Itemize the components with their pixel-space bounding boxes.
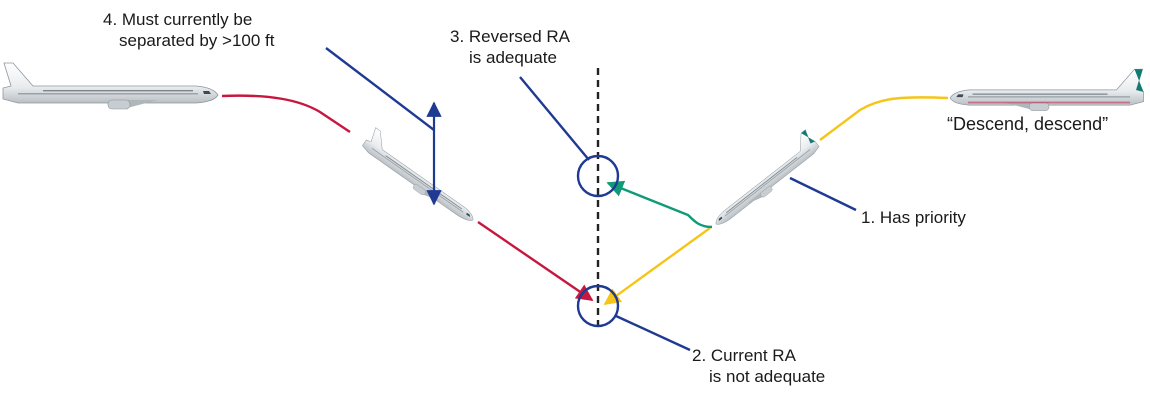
current-ra-leader-line [615,314,691,352]
priority-leader-line [789,176,857,212]
note-3-line-1: 3. Reversed RA [450,27,570,46]
left-aircraft-descending [358,126,485,228]
separation-leader-line [325,47,435,131]
note-4-line-2: separated by >100 ft [119,31,275,50]
reversed-ra-circle [576,154,620,198]
reversed-ra-path [606,180,713,229]
left-aircraft-path-continued [477,221,594,301]
note-2-current-ra: 2. Current RA is not adequate [692,345,825,387]
note-1-priority: 1. Has priority [861,207,966,228]
right-aircraft-descending [703,129,824,231]
note-4-separation: 4. Must currently be separated by >100 f… [103,9,274,51]
descend-callout: “Descend, descend” [947,114,1108,135]
note-3-reversed-ra: 3. Reversed RA is adequate [450,26,570,68]
descend-callout-text: “Descend, descend” [947,114,1109,134]
current-ra-circle [576,284,620,328]
note-1-text: 1. Has priority [861,208,966,227]
right-aircraft [949,68,1144,112]
note-4-line-1: 4. Must currently be [103,10,253,29]
left-aircraft-path [221,94,351,133]
right-aircraft-path [819,96,949,141]
reversed-ra-leader-line [519,76,590,161]
note-3-line-2: is adequate [469,48,557,67]
right-aircraft-current-ra-path [603,227,711,305]
left-aircraft [2,62,219,110]
note-2-line-1: 2. Current RA [692,346,796,365]
note-2-line-2: is not adequate [709,367,826,386]
